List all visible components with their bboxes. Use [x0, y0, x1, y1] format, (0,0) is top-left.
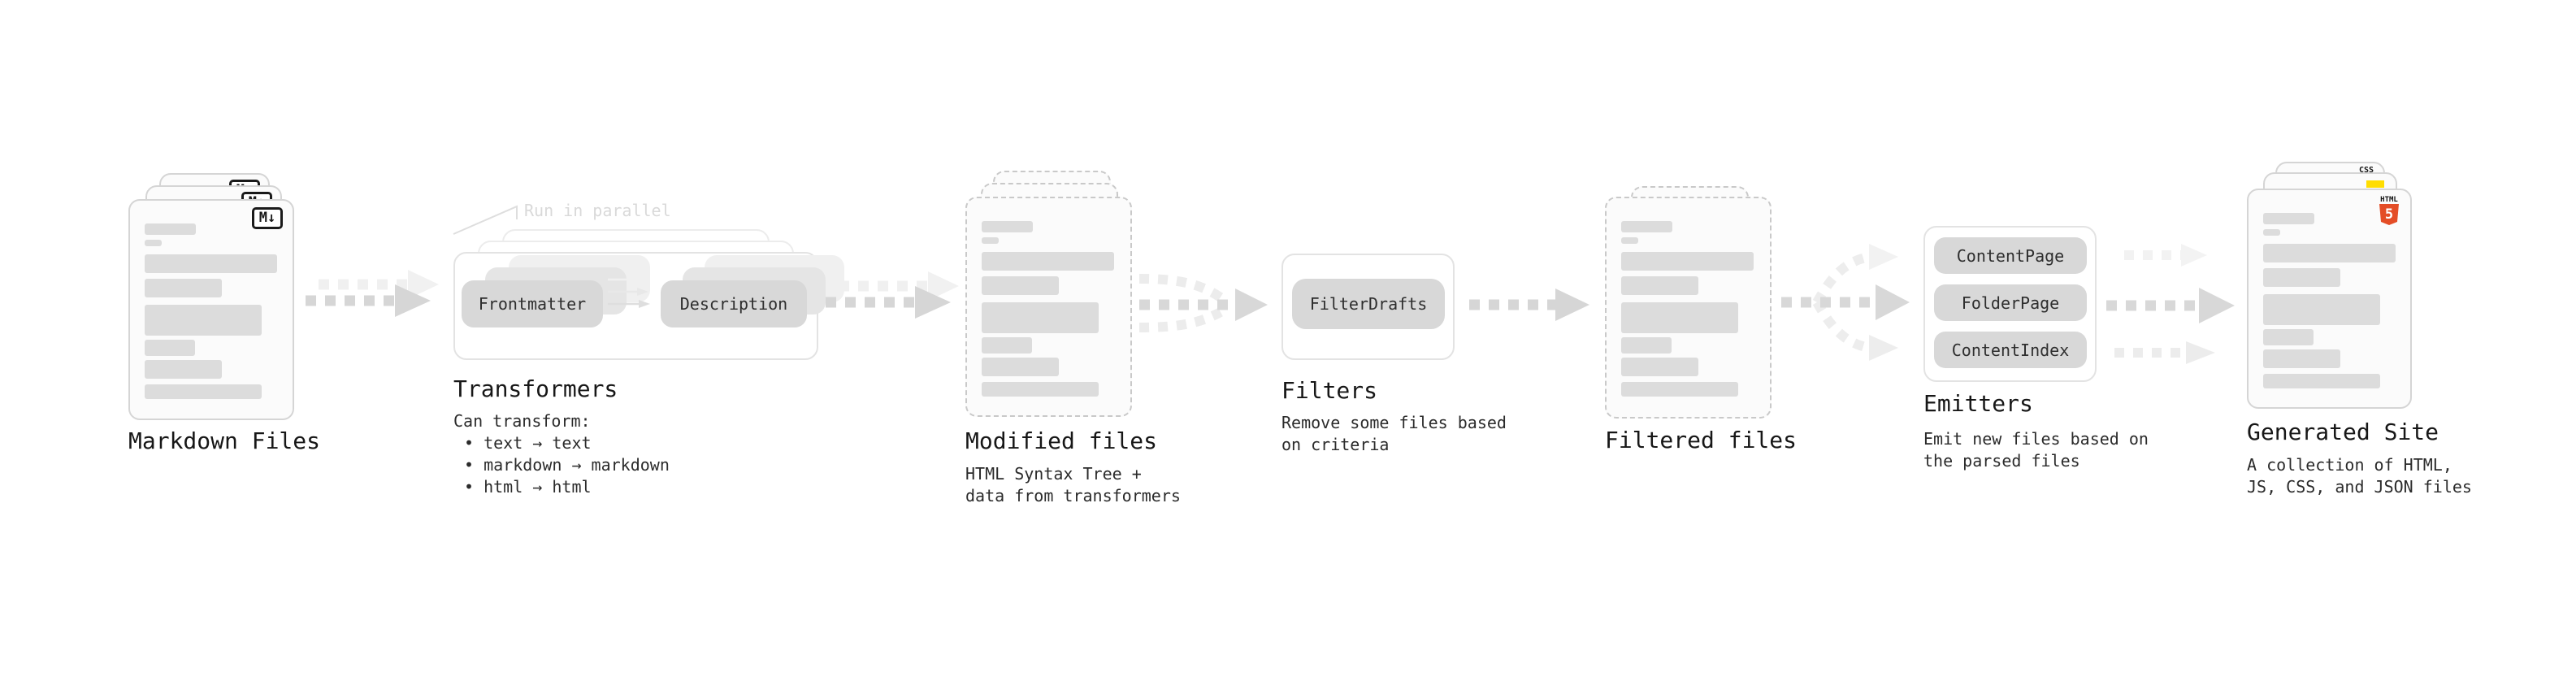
emitter-pill-contentpage: ContentPage — [1934, 237, 2087, 274]
node-title: Generated Site — [2247, 419, 2439, 445]
caption-line: • html → html — [464, 477, 592, 497]
pill-label: ContentIndex — [1951, 340, 2070, 360]
caption-line: data from transformers — [965, 486, 1181, 505]
flow-arrow-markdown-to-transformers — [306, 270, 439, 317]
caption-line: • markdown → markdown — [464, 455, 670, 475]
html5-logo-icon: HTML 5 — [2379, 196, 2399, 225]
document-text-lines — [145, 223, 277, 399]
transformer-pill-frontmatter: Frontmatter — [462, 280, 603, 327]
node-caption: Emit new files based on the parsed files — [1923, 428, 2149, 472]
pill-label: Description — [679, 294, 788, 314]
pill-flow-arrows-icon — [608, 275, 650, 308]
svg-text:HTML: HTML — [2380, 196, 2398, 204]
pill-label: Frontmatter — [478, 294, 587, 314]
document-card-front: HTML 5 — [2247, 189, 2412, 409]
caption-line: Can transform: — [453, 411, 591, 431]
node-title: Transformers — [453, 375, 618, 402]
node-caption: A collection of HTML, JS, CSS, and JSON … — [2247, 454, 2472, 498]
document-card-front — [1605, 197, 1772, 419]
emitter-pill-contentindex: ContentIndex — [1934, 332, 2087, 368]
css-badge-label: CSS — [2358, 166, 2374, 175]
markdown-badge-label: M↓ — [258, 210, 276, 226]
caption-line: Remove some files based — [1281, 413, 1507, 432]
caption-line: Emit new files based on — [1923, 429, 2149, 449]
js-badge-icon — [2366, 180, 2384, 188]
transformer-pill-description: Description — [661, 280, 807, 327]
caption-line: the parsed files — [1923, 451, 2080, 471]
caption-line: HTML Syntax Tree + — [965, 464, 1142, 484]
document-text-lines — [1621, 221, 1754, 397]
pill-label: FolderPage — [1961, 293, 2060, 313]
caption-line: • text → text — [464, 433, 592, 453]
node-caption: HTML Syntax Tree + data from transformer… — [965, 463, 1181, 507]
node-title: Filters — [1281, 377, 1378, 404]
caption-line: A collection of HTML, — [2247, 455, 2452, 475]
node-title: Modified files — [965, 427, 1158, 454]
flow-arrow-transformers-to-modified — [826, 271, 959, 319]
emitter-pill-folderpage: FolderPage — [1934, 284, 2087, 321]
caption-line: JS, CSS, and JSON files — [2247, 477, 2472, 497]
flow-arrow-filters-to-filtered — [1469, 288, 1589, 321]
node-title: Filtered files — [1605, 427, 1798, 453]
parallel-annotation: Run in parallel — [524, 201, 671, 220]
node-caption: Remove some files based on criteria — [1281, 412, 1507, 456]
caption-line: on criteria — [1281, 435, 1390, 454]
svg-text:5: 5 — [2385, 206, 2393, 223]
annotation-leader-line — [453, 205, 518, 235]
node-caption: Can transform: • text → text • markdown … — [453, 410, 670, 498]
node-title: Emitters — [1923, 390, 2033, 417]
flow-arrow-modified-to-filters — [1138, 274, 1268, 332]
document-text-lines — [2263, 213, 2396, 388]
node-title: Markdown Files — [128, 427, 321, 454]
document-text-lines — [982, 221, 1114, 397]
document-card-front — [965, 197, 1132, 417]
document-card-front: M↓ — [128, 199, 294, 420]
markdown-badge-icon: M↓ — [252, 207, 283, 229]
flow-arrow-filtered-to-emitters — [1781, 244, 1910, 361]
flow-arrow-emitters-to-generated — [2106, 244, 2235, 364]
filter-pill-filterdrafts: FilterDrafts — [1292, 279, 1445, 329]
pill-label: ContentPage — [1956, 245, 2065, 266]
pill-label: FilterDrafts — [1309, 294, 1428, 314]
